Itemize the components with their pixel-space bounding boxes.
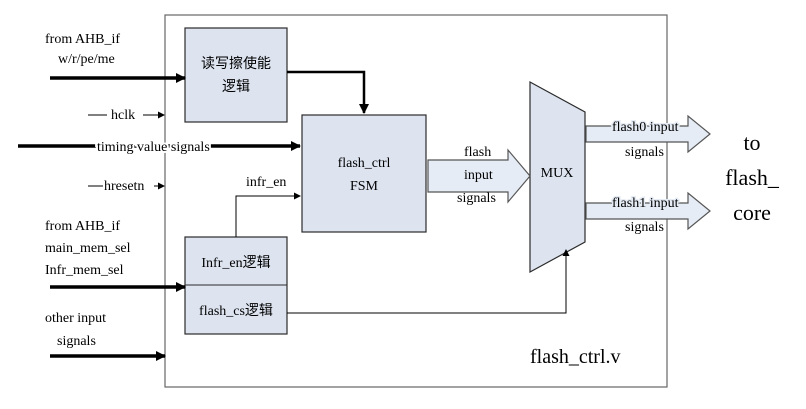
module-name-label: flash_ctrl.v bbox=[530, 346, 621, 368]
infr-en-signal-label: infr_en bbox=[246, 175, 286, 190]
flash1-label-line2: signals bbox=[625, 220, 664, 235]
fsm-label-line2: FSM bbox=[350, 179, 379, 194]
infr-en-cs-block: Infr_en逻辑 flash_cs逻辑 bbox=[184, 236, 288, 335]
flash-input-arrow bbox=[427, 148, 531, 204]
target-label-line1: to bbox=[743, 130, 760, 155]
flash-input-label-line2: input bbox=[464, 168, 493, 183]
mux-block: MUX bbox=[529, 80, 586, 274]
flash0-output-arrow bbox=[585, 114, 711, 154]
rw-enable-label-line1: 读写擦使能 bbox=[201, 55, 271, 72]
ahb-rw-label-line2: w/r/pe/me bbox=[58, 52, 115, 67]
rw-enable-logic-block: 读写擦使能 逻辑 bbox=[184, 27, 288, 123]
flash1-output-arrow bbox=[585, 191, 711, 231]
flash-cs-to-mux-arrow bbox=[287, 249, 570, 314]
flash-input-label-line1: flash bbox=[464, 145, 491, 160]
ahb-sel-label-line2: main_mem_sel bbox=[45, 241, 131, 256]
target-label-line3: core bbox=[733, 200, 771, 225]
mux-label: MUX bbox=[541, 166, 574, 181]
rw-to-fsm-arrow bbox=[287, 70, 369, 114]
target-label-line2: flash_ bbox=[725, 165, 780, 190]
rw-enable-label-line2: 逻辑 bbox=[222, 79, 250, 95]
infr-en-logic-label: Infr_en逻辑 bbox=[201, 255, 270, 271]
ahb-sel-label-line3: Infr_mem_sel bbox=[45, 263, 124, 278]
other-input-label-line2: signals bbox=[57, 334, 96, 349]
hresetn-label: hresetn bbox=[104, 179, 144, 194]
other-input-label-line1: other input bbox=[45, 311, 106, 326]
flash-cs-logic-label: flash_cs逻辑 bbox=[199, 303, 273, 319]
ahb-sel-label-line1: from AHB_if bbox=[45, 219, 120, 234]
flash1-label-line1: flash1 input bbox=[612, 196, 679, 211]
flash-input-label-line3: signals bbox=[457, 191, 496, 206]
fsm-block: flash_ctrl FSM bbox=[301, 114, 427, 233]
infr-en-to-fsm-arrow bbox=[235, 192, 301, 237]
fsm-label-line1: flash_ctrl bbox=[338, 156, 391, 171]
flash0-label-line1: flash0 input bbox=[612, 120, 679, 135]
hclk-label: hclk bbox=[111, 108, 135, 123]
flash0-label-line2: signals bbox=[625, 145, 664, 160]
module-frame bbox=[164, 14, 668, 388]
timing-signals-label: timing value signals bbox=[97, 140, 210, 155]
ahb-rw-label-line1: from AHB_if bbox=[45, 32, 120, 47]
